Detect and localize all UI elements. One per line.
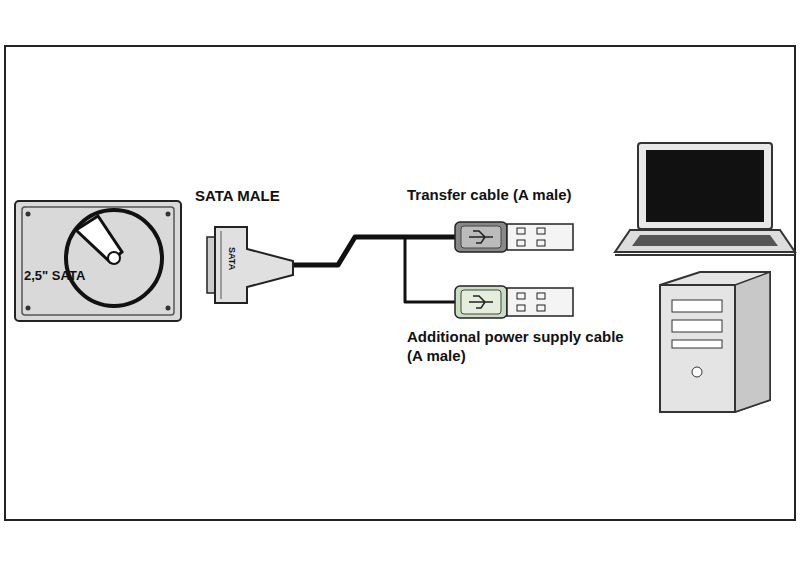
connector-marking: SATA	[227, 247, 237, 270]
usb-plug: Transfer cable (A male)	[455, 222, 575, 252]
usb-cable	[293, 237, 455, 302]
shape-outline	[455, 286, 575, 318]
part-label: SATA MALE	[195, 187, 280, 204]
desktop-tower	[660, 272, 770, 412]
shape-outline	[455, 222, 575, 252]
shape-outline	[14, 200, 182, 322]
hard-drive: 2,5" SATA	[14, 200, 182, 322]
frame	[5, 46, 795, 520]
usb-plug: Additional power supply cable (A male)	[455, 286, 575, 318]
shape-outline	[207, 225, 293, 305]
part-label: 2,5" SATA	[24, 268, 85, 283]
sata-connector: SATA MALESATA	[207, 225, 293, 305]
usb-cable	[293, 237, 455, 265]
part-label: Additional power supply cable (A male)	[407, 328, 637, 366]
part-label: Transfer cable (A male)	[407, 186, 572, 203]
laptop	[615, 143, 795, 255]
